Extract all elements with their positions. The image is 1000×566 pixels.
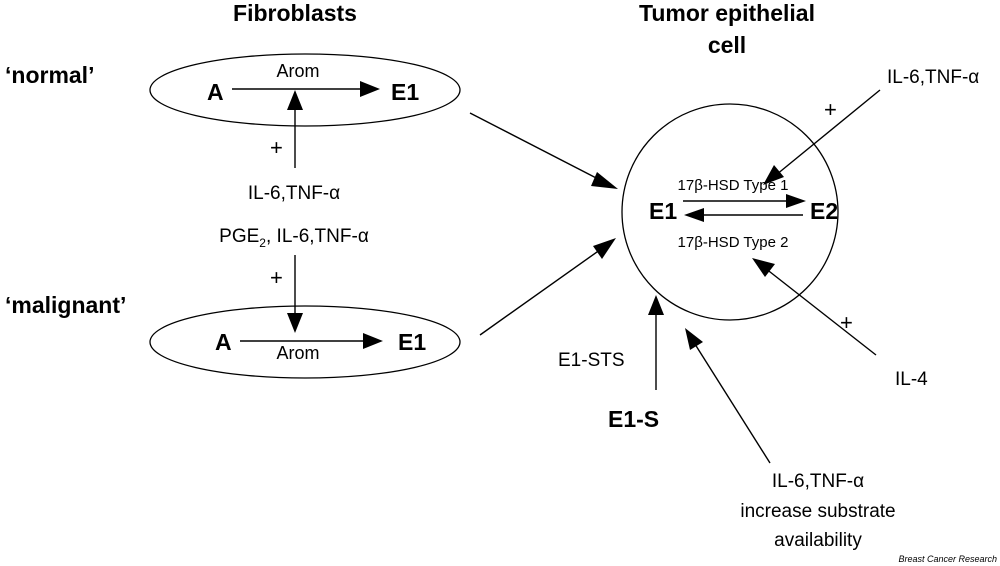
top-right-plus: +: [824, 97, 837, 122]
substrate-stimulus-line1: IL-6,TNF-α: [772, 471, 864, 492]
malignant-stimulus-arrowhead: [287, 313, 303, 333]
normal-substrate: A: [207, 79, 224, 105]
tumor-e2: E2: [810, 198, 838, 224]
hsd-type2-label: 17β-HSD Type 2: [678, 234, 789, 251]
top-right-stimulus: IL-6,TNF-α: [887, 67, 979, 88]
malignant-product: E1: [398, 329, 426, 355]
e1s-label: E1-S: [608, 406, 659, 432]
il4-arrowhead: [752, 258, 775, 277]
il4-plus: +: [840, 310, 853, 335]
substrate-stimulus-line3: availability: [774, 530, 862, 551]
malignant-aromatase: Arom: [276, 343, 319, 363]
malignant-substrate: A: [215, 329, 232, 355]
normal-product: E1: [391, 79, 419, 105]
il4-label: IL-4: [895, 369, 928, 390]
substrate-stimulus-arrowhead: [685, 328, 703, 350]
normal-stimulus: IL-6,TNF-α: [248, 183, 340, 204]
normal-plus: +: [270, 135, 283, 160]
normal-fibroblast-ellipse: [149, 53, 461, 127]
sts-label: E1-STS: [558, 350, 625, 371]
tumor-cell-circle: [621, 103, 839, 321]
normal-label: ‘normal’: [5, 62, 94, 88]
fibroblasts-title: Fibroblasts: [233, 0, 357, 26]
normal-to-tumor-arrowhead: [591, 172, 618, 189]
malignant-stimulus: PGE2, IL-6,TNF-α: [219, 226, 369, 250]
top-right-stimulus-arrow: [775, 89, 881, 176]
malignant-plus: +: [270, 265, 283, 290]
malignant-conversion-arrowhead: [363, 333, 383, 349]
il4-arrow: [764, 267, 877, 356]
e2-to-e1-arrowhead: [684, 208, 704, 222]
malignant-to-tumor-arrowhead: [593, 238, 616, 259]
normal-to-tumor-arrow: [469, 112, 605, 183]
substrate-stimulus-line2: increase substrate: [740, 501, 895, 522]
normal-conversion-arrowhead: [360, 81, 380, 97]
e1-to-e2-arrowhead: [786, 194, 806, 208]
malignant-label: ‘malignant’: [5, 292, 126, 318]
e1s-to-cell-arrowhead: [648, 295, 664, 315]
malignant-to-tumor-arrow: [479, 246, 605, 336]
normal-stimulus-arrowhead: [287, 90, 303, 110]
tumor-title-line2: cell: [708, 32, 746, 58]
journal-credit: Breast Cancer Research: [898, 554, 997, 564]
top-right-stimulus-arrowhead: [763, 165, 784, 185]
tumor-e1: E1: [649, 198, 677, 224]
malignant-fibroblast-ellipse: [149, 305, 461, 379]
substrate-stimulus-arrow: [692, 340, 771, 464]
tumor-title-line1: Tumor epithelial: [639, 0, 815, 26]
normal-aromatase: Arom: [276, 61, 319, 81]
hsd-type1-label: 17β-HSD Type 1: [678, 177, 789, 194]
